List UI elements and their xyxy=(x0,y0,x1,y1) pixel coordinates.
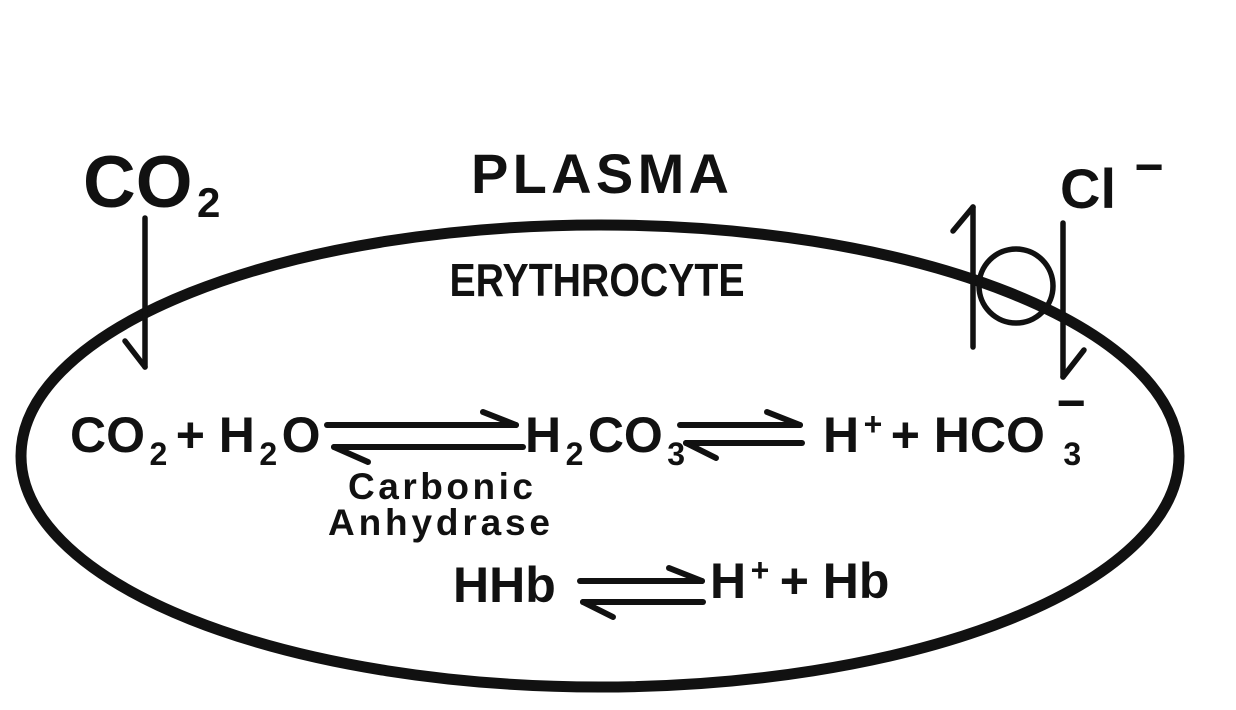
water-oxygen: O xyxy=(282,407,321,463)
reactant-co2-subscript: 2 xyxy=(149,436,167,472)
co2-diffusion-arrow xyxy=(122,215,148,370)
equilibrium-2-forward-barb-icon xyxy=(764,409,803,428)
carbonic-acid-co-subscript: 3 xyxy=(667,436,685,472)
plus-bicarbonate: + HCO xyxy=(891,407,1045,463)
enzyme-label-line2: Anhydrase xyxy=(328,502,550,543)
equilibrium-1-forward-barb-icon xyxy=(480,409,519,428)
hydration-reactants: CO 2 + H 2 O xyxy=(70,407,321,472)
hhb-proton-charge: + xyxy=(751,552,770,588)
equilibrium-3-forward-barb-icon xyxy=(666,565,705,584)
bicarbonate-exit-arrowhead-icon xyxy=(950,204,976,234)
plus-water: + H xyxy=(176,407,255,463)
co2-plasma-label: CO 2 xyxy=(83,142,220,226)
anion-exchanger xyxy=(950,204,1087,380)
co2-arrowhead-icon xyxy=(122,338,148,370)
carbonic-acid-formula: H 2 CO 3 xyxy=(525,407,685,472)
equilibrium-1-reverse-barb-icon xyxy=(331,444,371,465)
bicarbonate-subscript: 3 xyxy=(1063,436,1081,472)
proton-charge: + xyxy=(864,406,883,442)
anion-exchanger-circle-icon xyxy=(976,246,1056,326)
equilibrium-2-reverse-barb-icon xyxy=(683,440,719,461)
erythrocyte-membrane-ellipse xyxy=(15,219,1185,693)
bicarbonate-charge: − xyxy=(1057,375,1086,431)
equilibrium-arrows-1 xyxy=(324,409,526,465)
dissociation-products: H + + HCO 3 − xyxy=(823,375,1086,472)
carbonic-acid-h-subscript: 2 xyxy=(566,436,584,472)
erythrocyte-label: ERYTHROCYTE xyxy=(450,254,745,306)
reactant-co2-base: CO xyxy=(70,407,145,463)
water-subscript: 2 xyxy=(259,436,277,472)
equilibrium-3-reverse-barb-icon xyxy=(580,599,616,620)
chloride-charge: − xyxy=(1134,139,1163,195)
hhb-formula: HHb xyxy=(453,557,556,613)
proton-h: H xyxy=(823,407,859,463)
co2-plasma-base: CO xyxy=(83,142,193,223)
enzyme-label-line1: Carbonic xyxy=(348,466,533,507)
chloride-base: Cl xyxy=(1060,157,1116,220)
carbonic-acid-co: CO xyxy=(588,407,663,463)
carbonic-acid-h: H xyxy=(525,407,561,463)
chloride-label: Cl − xyxy=(1060,139,1164,220)
co2-plasma-subscript: 2 xyxy=(197,179,220,226)
chloride-entry-arrowhead-icon xyxy=(1060,347,1087,380)
hhb-products: H + + Hb xyxy=(710,552,889,609)
hhb-product-hb: + Hb xyxy=(780,553,890,609)
plasma-label: PLASMA xyxy=(471,142,729,205)
equilibrium-arrows-2 xyxy=(677,409,805,461)
hhb-proton-h: H xyxy=(710,553,746,609)
equilibrium-arrows-3 xyxy=(577,565,706,620)
